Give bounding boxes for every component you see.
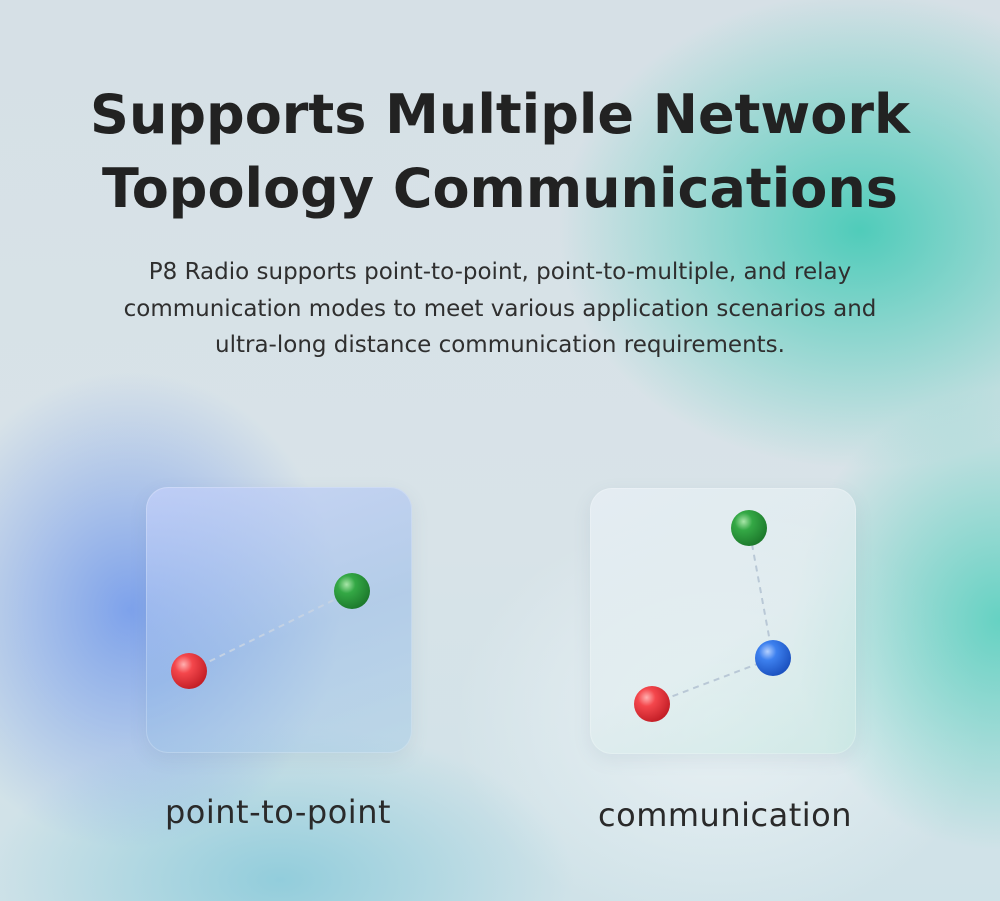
red-node-icon xyxy=(634,686,670,722)
point-to-point-diagram xyxy=(146,487,412,753)
link-line xyxy=(748,527,774,659)
relay-topology xyxy=(634,510,791,722)
relay-communication-diagram xyxy=(590,488,856,754)
link-line xyxy=(189,590,353,672)
page-description: P8 Radio supports point-to-point, point-… xyxy=(123,259,877,358)
red-node-icon xyxy=(171,653,207,689)
page-title: Supports Multiple Network Topology Commu… xyxy=(90,83,910,220)
blue-node-icon xyxy=(755,640,791,676)
green-node-icon xyxy=(334,573,370,609)
communication-caption: communication xyxy=(598,796,852,834)
point-to-point-topology xyxy=(171,573,370,689)
green-node-icon xyxy=(731,510,767,546)
point-to-point-caption: point-to-point xyxy=(164,793,392,831)
link-line xyxy=(651,657,774,705)
